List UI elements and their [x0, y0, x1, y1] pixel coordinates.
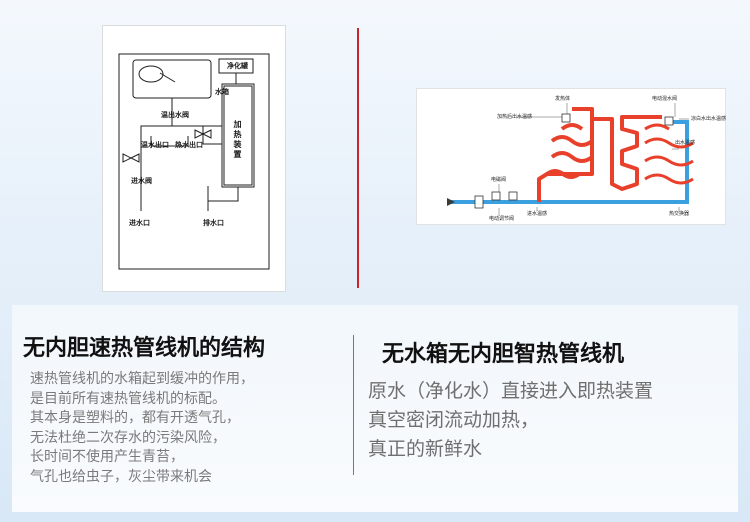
- left-body-line: 其本身是塑料的，都有开透气孔，: [30, 410, 240, 426]
- cold-outlet-temp-label: 凉白水出水温感: [691, 116, 727, 122]
- machine-outline: [118, 53, 270, 270]
- left-body-line: 长时间不使用产生青苔，: [30, 449, 184, 465]
- heater-label: 加热装置: [233, 120, 242, 160]
- left-section-title: 无内胆速热管线机的结构: [23, 336, 266, 361]
- inlet-temp-label: 进水温感: [527, 211, 548, 217]
- warm-outlet-label: 温水出口: [141, 141, 169, 149]
- heat-outlet-temp-label: 加热后出水温感: [497, 114, 533, 120]
- heater-element-label: 发热体: [555, 96, 571, 102]
- drain-label: 排水口: [203, 219, 224, 227]
- purifier-label: 净化罐: [227, 62, 248, 70]
- solenoid-valve-label: 电磁阀: [491, 177, 507, 183]
- right-body-line: 原水（净化水）直接进入即热装置: [368, 380, 654, 402]
- heat-exchanger-label: 热交换器: [669, 211, 690, 217]
- mixing-valve-label: 温出水阀: [161, 111, 189, 119]
- left-body-line: 气孔也给虫子，灰尘带来机会: [30, 468, 212, 485]
- right-body-line: 真空密闭流动加热，: [368, 409, 540, 431]
- left-section-body: 速热管线机的水箱起到缓冲的作用， 是目前所有速热管线机的标配。 其本身是塑料的，…: [30, 370, 345, 487]
- float-ball-shape: [138, 65, 164, 83]
- section-divider: [353, 335, 354, 475]
- structure-diagram-right: 发热体 电动混水阀 加热后出水温感 凉白水出水温感 出水温感 电磁阀 电动调节阀…: [416, 88, 726, 225]
- inlet-label: 进水口: [129, 219, 150, 227]
- water-tank-shape: [132, 59, 212, 99]
- outlet-temp-label: 出水温感: [675, 140, 696, 146]
- right-body-line: 真正的新鲜水: [368, 438, 483, 460]
- regulating-valve-label: 电动调节阀: [489, 216, 515, 222]
- right-schematic-lines: [447, 103, 694, 216]
- description-panel: [12, 305, 738, 512]
- left-schematic-lines: [118, 53, 270, 270]
- left-body-line: 无法杜绝二次存水的污染风险，: [30, 429, 226, 446]
- inlet-valve-label: 进水阀: [131, 177, 152, 185]
- left-body-line: 速热管线机的水箱起到缓冲的作用，: [30, 371, 254, 387]
- hot-outlet-label: 热水出口: [175, 141, 203, 149]
- structure-diagram-left: 净化罐 水箱 温出水阀 加热装置 温水出口 热水出口 进水阀 进水口 排水口: [102, 25, 286, 292]
- right-section-body: 原水（净化水）直接进入即热装置 真空密闭流动加热， 真正的新鲜水: [368, 377, 750, 464]
- electric-mix-valve-label: 电动混水阀: [652, 96, 678, 102]
- right-section-title: 无水箱无内胆智热管线机: [382, 342, 625, 367]
- red-divider: [357, 28, 359, 288]
- tank-label: 水箱: [215, 88, 229, 96]
- left-body-line: 是目前所有速热管线机的标配。: [30, 390, 226, 407]
